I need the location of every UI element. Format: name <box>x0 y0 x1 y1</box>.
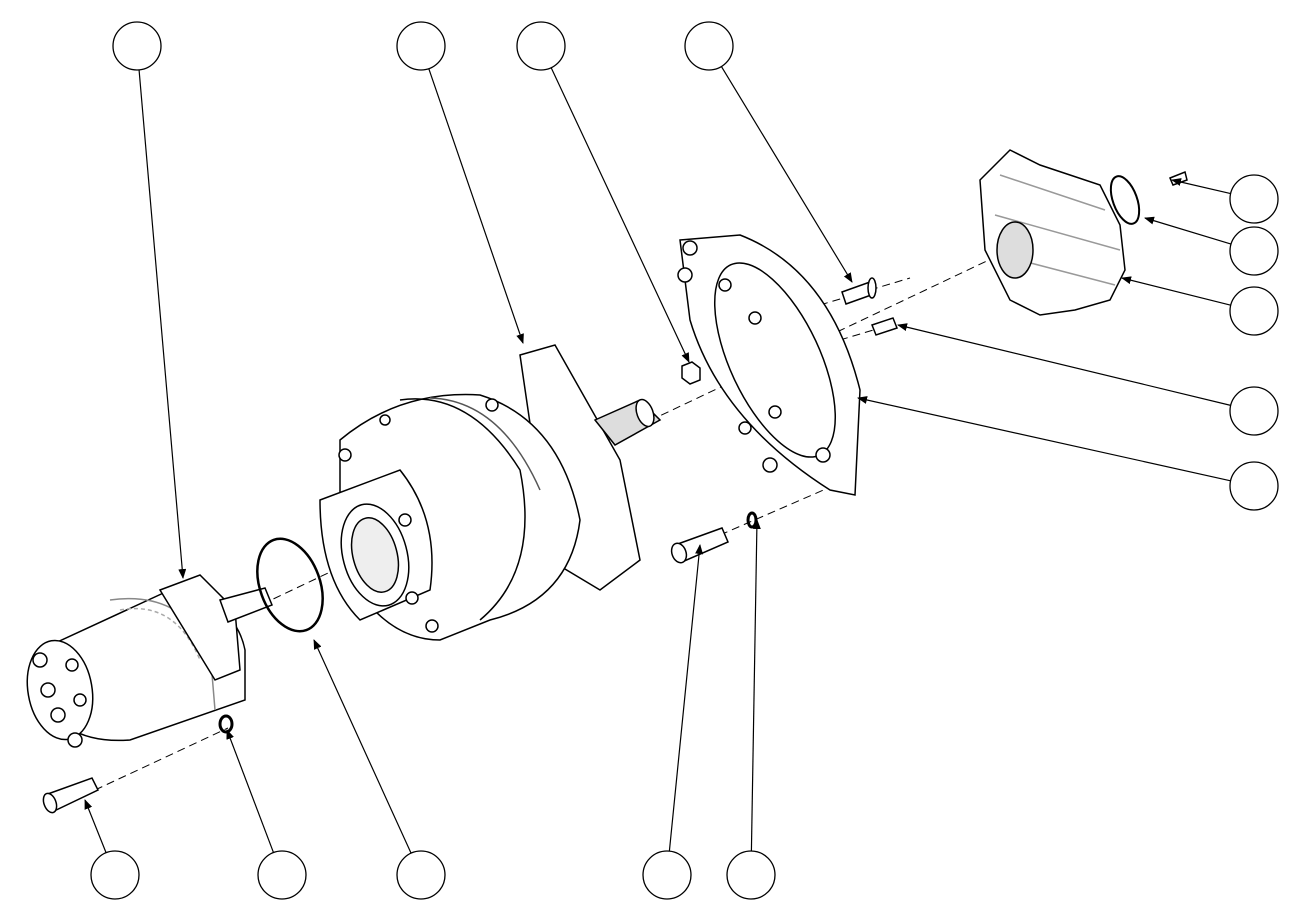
leader-line <box>668 544 704 852</box>
item-balloon <box>726 519 776 900</box>
item-balloon <box>857 396 1279 511</box>
leader-line <box>750 519 761 852</box>
balloon-circle <box>1229 174 1279 224</box>
adapter-plate <box>677 234 861 496</box>
o-ring <box>256 537 324 633</box>
leader-line <box>857 396 1231 482</box>
motor-cap-screw <box>42 777 100 814</box>
item-balloon <box>642 544 704 900</box>
balloon-circle <box>112 21 162 71</box>
leader-line <box>1121 276 1231 306</box>
balloon-circle <box>90 850 140 900</box>
balloon-circle <box>1229 286 1279 336</box>
adapter-bolts <box>677 240 831 473</box>
item-balloon <box>516 21 690 363</box>
impeller-washer <box>1109 175 1141 225</box>
item-balloon <box>396 21 524 344</box>
leader-line <box>550 67 690 363</box>
balloon-circle <box>684 21 734 71</box>
item-balloon <box>1144 216 1279 276</box>
balloon-circle <box>726 850 776 900</box>
item-balloon <box>112 21 187 579</box>
item-balloon <box>897 323 1279 436</box>
item-balloon <box>1121 276 1279 336</box>
leader-line <box>720 66 853 283</box>
leader-line <box>1171 178 1231 195</box>
item-balloon <box>684 21 853 283</box>
leader-line <box>428 68 524 344</box>
leader-line <box>897 323 1231 406</box>
balloon-circle <box>257 850 307 900</box>
balloon-circle <box>1229 386 1279 436</box>
balloon-circle <box>1229 226 1279 276</box>
balloon-circle <box>1229 461 1279 511</box>
dowel-pin <box>871 317 898 336</box>
motor-bolts <box>32 652 87 748</box>
balloon-circle <box>396 850 446 900</box>
item-balloon <box>84 799 140 900</box>
item-balloon <box>313 639 446 900</box>
motor-lock-washer <box>218 714 234 734</box>
flat-head-screw <box>841 277 877 305</box>
leader-line <box>138 69 187 579</box>
balloon-circle <box>516 21 566 71</box>
hex-nut <box>681 361 701 385</box>
housing-bolts <box>338 398 499 633</box>
impeller <box>979 149 1126 316</box>
item-balloon <box>1171 174 1279 224</box>
item-balloons <box>84 21 1279 900</box>
plate-lock-washer <box>746 511 758 529</box>
leader-line <box>1144 216 1232 245</box>
balloon-circle <box>642 850 692 900</box>
hydraulic-motor <box>26 574 273 748</box>
gearbox-housing <box>319 344 662 641</box>
leader-line <box>226 729 275 853</box>
leader-line <box>84 799 107 853</box>
item-balloon <box>226 729 307 900</box>
leader-line <box>313 639 412 854</box>
balloon-circle <box>396 21 446 71</box>
